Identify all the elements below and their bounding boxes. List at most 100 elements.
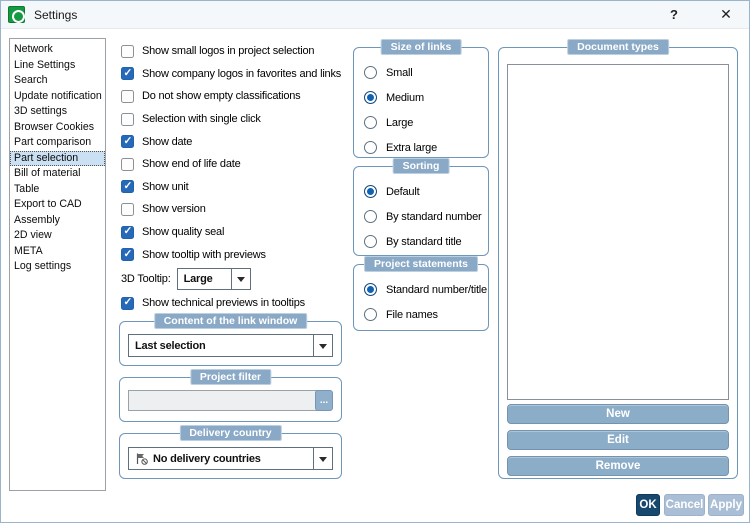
radio-row[interactable]: By standard number xyxy=(364,204,488,229)
group-size-of-links-title: Size of links xyxy=(380,39,462,55)
radio-button[interactable] xyxy=(364,66,377,79)
checkbox-row[interactable]: Show technical previews in tooltips xyxy=(121,292,353,315)
sidebar-item[interactable]: 3D settings xyxy=(10,104,105,120)
sidebar-item[interactable]: Update notification xyxy=(10,89,105,105)
sidebar-item-label: Line Settings xyxy=(14,58,76,71)
tooltip-3d-label: 3D Tooltip: xyxy=(121,272,171,285)
checkbox[interactable] xyxy=(121,296,134,310)
sidebar-item[interactable]: META xyxy=(10,244,105,260)
project-filter-input[interactable] xyxy=(128,390,318,411)
checkbox[interactable] xyxy=(121,89,134,103)
group-size-of-links: Size of links Small Medium Large Extra l… xyxy=(353,39,489,160)
checkbox-row[interactable]: Show date xyxy=(121,130,353,153)
checkbox-row[interactable]: Show tooltip with previews xyxy=(121,243,353,266)
group-delivery-country: Delivery country No delivery countries xyxy=(119,425,342,479)
chevron-down-icon[interactable] xyxy=(230,268,250,289)
checkbox-label: Show date xyxy=(142,135,193,148)
help-button[interactable]: ? xyxy=(670,7,678,22)
sidebar-item[interactable]: Network xyxy=(10,42,105,58)
group-link-window: Content of the link window Last selectio… xyxy=(119,313,342,366)
radio-row[interactable]: Small xyxy=(364,60,488,85)
chevron-down-icon[interactable] xyxy=(313,335,332,356)
group-link-window-title: Content of the link window xyxy=(153,313,308,329)
tooltip-3d-row: 3D Tooltip: Large xyxy=(121,266,353,292)
radio-row[interactable]: By standard title xyxy=(364,229,488,254)
tooltip-3d-select[interactable]: Large xyxy=(176,267,251,290)
radio-row[interactable]: Medium xyxy=(364,85,488,110)
radio-button[interactable] xyxy=(364,141,377,154)
apply-button[interactable]: Apply xyxy=(708,494,744,516)
checkbox-row[interactable]: Show version xyxy=(121,198,353,221)
sidebar-item[interactable]: Export to CAD xyxy=(10,197,105,213)
sidebar-item[interactable]: Line Settings xyxy=(10,58,105,74)
radio-row[interactable]: Standard number/title xyxy=(364,277,488,302)
radio-row[interactable]: Default xyxy=(364,179,488,204)
checkbox[interactable] xyxy=(121,157,134,171)
sidebar-item-label: 2D view xyxy=(14,229,52,241)
radio-label: By standard number xyxy=(386,210,482,223)
checkbox-row[interactable]: Do not show empty classifications xyxy=(121,85,353,108)
checkbox-row[interactable]: Show company logos in favorites and link… xyxy=(121,63,353,86)
sidebar-item[interactable]: Search xyxy=(10,73,105,89)
document-types-action-button[interactable]: Edit xyxy=(507,430,729,450)
sidebar-item[interactable]: Browser Cookies xyxy=(10,120,105,136)
sidebar-item[interactable]: Bill of material xyxy=(10,166,105,182)
checkbox-row[interactable]: Show unit xyxy=(121,176,353,199)
checkbox-row[interactable]: Selection with single click xyxy=(121,108,353,131)
radio-button[interactable] xyxy=(364,91,377,104)
radio-label: Extra large xyxy=(386,141,437,154)
checkbox[interactable] xyxy=(121,180,134,194)
sidebar-item-label: Browser Cookies xyxy=(14,120,95,133)
delivery-country-select[interactable]: No delivery countries xyxy=(128,447,333,470)
checkbox-label: Show unit xyxy=(142,180,189,193)
checkbox-row[interactable]: Show quality seal xyxy=(121,221,353,244)
tooltip-3d-value: Large xyxy=(183,272,213,285)
checkbox[interactable] xyxy=(121,44,134,58)
radio-label: Standard number/title xyxy=(386,283,487,296)
sidebar-item[interactable]: Part selection xyxy=(10,150,105,166)
radio-button[interactable] xyxy=(364,210,377,223)
radio-row[interactable]: Large xyxy=(364,110,488,135)
browse-button[interactable]: ... xyxy=(315,390,333,411)
sidebar-item[interactable]: Part comparison xyxy=(10,135,105,151)
checkbox[interactable] xyxy=(121,248,134,262)
document-types-action-button[interactable]: Remove xyxy=(507,456,729,476)
checkbox[interactable] xyxy=(121,202,134,216)
sidebar-item-label: Bill of material xyxy=(14,167,81,179)
sidebar-item[interactable]: 2D view xyxy=(10,228,105,244)
checkbox-label: Show quality seal xyxy=(142,226,225,239)
ok-button[interactable]: OK xyxy=(636,494,660,516)
group-project-filter: Project filter ... xyxy=(119,369,342,422)
document-types-list[interactable] xyxy=(507,64,729,400)
checkbox[interactable] xyxy=(121,225,134,239)
part-selection-options: Show small logos in project selection Sh… xyxy=(121,40,353,315)
radio-row[interactable]: File names xyxy=(364,302,488,327)
document-types-action-button[interactable]: New xyxy=(507,404,729,424)
radio-button[interactable] xyxy=(364,185,377,198)
checkbox[interactable] xyxy=(121,135,134,149)
checkbox-row[interactable]: Show small logos in project selection xyxy=(121,40,353,63)
radio-label: Medium xyxy=(386,91,424,104)
checkbox-label: Selection with single click xyxy=(142,113,261,126)
radio-button[interactable] xyxy=(364,283,377,296)
checkbox[interactable] xyxy=(121,112,134,126)
delivery-country-value: No delivery countries xyxy=(153,452,261,465)
checkbox[interactable] xyxy=(121,67,134,81)
sidebar-item-label: META xyxy=(14,244,43,257)
sidebar-item-label: Table xyxy=(14,182,40,195)
checkbox-label: Show small logos in project selection xyxy=(142,45,315,58)
radio-button[interactable] xyxy=(364,235,377,248)
sidebar-item[interactable]: Log settings xyxy=(10,259,105,275)
cancel-button[interactable]: Cancel xyxy=(664,494,705,516)
radio-row[interactable]: Extra large xyxy=(364,135,488,160)
close-button[interactable]: ✕ xyxy=(720,6,732,22)
radio-button[interactable] xyxy=(364,116,377,129)
radio-button[interactable] xyxy=(364,308,377,321)
link-window-select[interactable]: Last selection xyxy=(128,334,333,357)
chevron-down-icon[interactable] xyxy=(313,448,332,469)
sidebar-item[interactable]: Assembly xyxy=(10,213,105,229)
checkbox-label: Do not show empty classifications xyxy=(142,90,301,103)
sidebar-item[interactable]: Table xyxy=(10,182,105,198)
radio-label: Small xyxy=(386,66,413,79)
checkbox-row[interactable]: Show end of life date xyxy=(121,153,353,176)
